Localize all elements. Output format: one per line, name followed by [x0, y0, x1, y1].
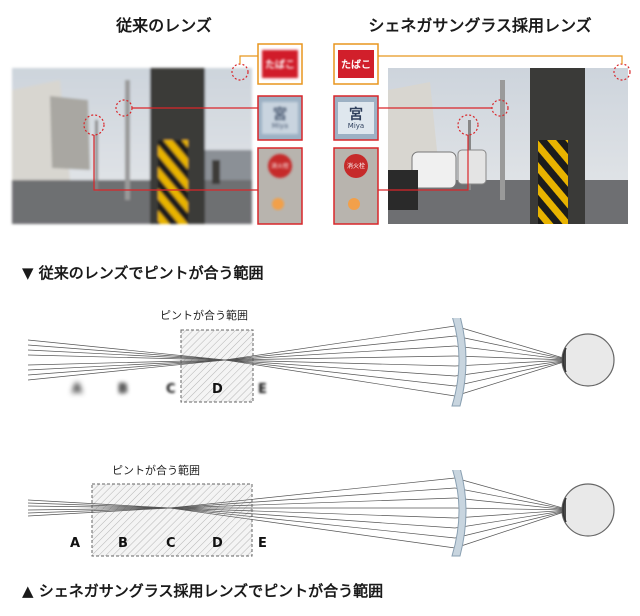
bottom-focus-label: ピントが合う範囲: [112, 464, 200, 477]
left-sign-place-sub: Miya: [271, 122, 289, 130]
eye-icon: [561, 333, 615, 387]
left-sign-fire: 消火栓: [270, 163, 289, 170]
bottom-letter-e: E: [258, 536, 267, 551]
top-section-title: ▼ 従来のレンズでピントが合う範囲: [22, 264, 264, 282]
top-ray-diagram: [27, 318, 615, 407]
top-rays: [27, 325, 571, 397]
top-letter-b: B: [118, 382, 128, 397]
right-sign-place: 宮: [349, 107, 363, 123]
right-sign-tobacco: たばこ: [341, 60, 371, 71]
right-sign-fire: 消火栓: [346, 163, 365, 170]
top-letter-d: D: [212, 382, 223, 397]
top-focus-box: [180, 329, 254, 403]
right-street-photo: [388, 68, 628, 224]
left-street-photo: [12, 68, 252, 224]
bottom-focus-box: [91, 483, 253, 557]
bottom-section-title: ▲ シェネガサングラス採用レンズでピントが合う範囲: [22, 582, 384, 600]
photo-comparison: [12, 43, 631, 225]
lens-icon: [451, 470, 467, 557]
eye-icon: [561, 483, 615, 537]
bottom-letter-d: D: [212, 536, 223, 551]
right-photo-title: シェネガサングラス採用レンズ: [368, 16, 592, 35]
right-sign-place-sub: Miya: [347, 122, 365, 130]
bottom-rays: [27, 477, 571, 549]
bottom-letter-a: A: [70, 536, 81, 551]
top-letter-a: A: [72, 382, 83, 397]
lens-icon: [451, 318, 467, 407]
left-sign-tobacco: たばこ: [265, 60, 295, 71]
left-photo-title: 従来のレンズ: [116, 16, 212, 35]
bottom-letter-c: C: [166, 536, 176, 551]
bottom-letter-b: B: [118, 536, 128, 551]
left-sign-place: 宮: [273, 107, 287, 123]
top-focus-label: ピントが合う範囲: [160, 309, 248, 322]
bottom-ray-diagram: [27, 470, 615, 557]
top-letter-c: C: [166, 382, 176, 397]
top-letter-e: E: [258, 382, 267, 397]
